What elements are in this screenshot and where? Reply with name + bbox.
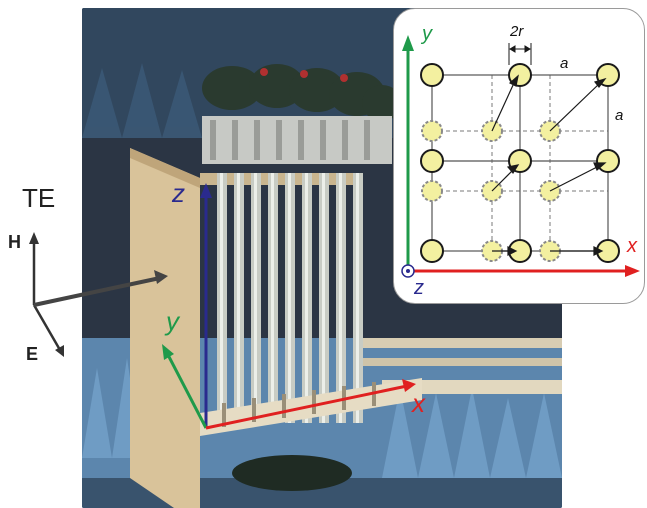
lattice-inset: y x z 2r a a	[393, 8, 645, 304]
e-field-label: E	[26, 344, 39, 364]
rod-diameter-label: 2r	[510, 23, 524, 40]
te-mode-label: TE	[22, 183, 56, 213]
inset-y-axis-label: y	[422, 23, 432, 45]
inset-x-axis-label: x	[627, 235, 637, 257]
lattice-constant-top-label: a	[560, 55, 569, 72]
lattice-constant-side-label: a	[615, 107, 624, 124]
inset-z-axis-label: z	[414, 277, 424, 299]
photo-x-axis-label: x	[412, 388, 425, 418]
lattice-diagram	[401, 35, 640, 278]
photo-y-axis-label: y	[166, 306, 179, 336]
h-field-label: H	[8, 232, 21, 252]
photo-z-axis-label: z	[172, 178, 185, 208]
